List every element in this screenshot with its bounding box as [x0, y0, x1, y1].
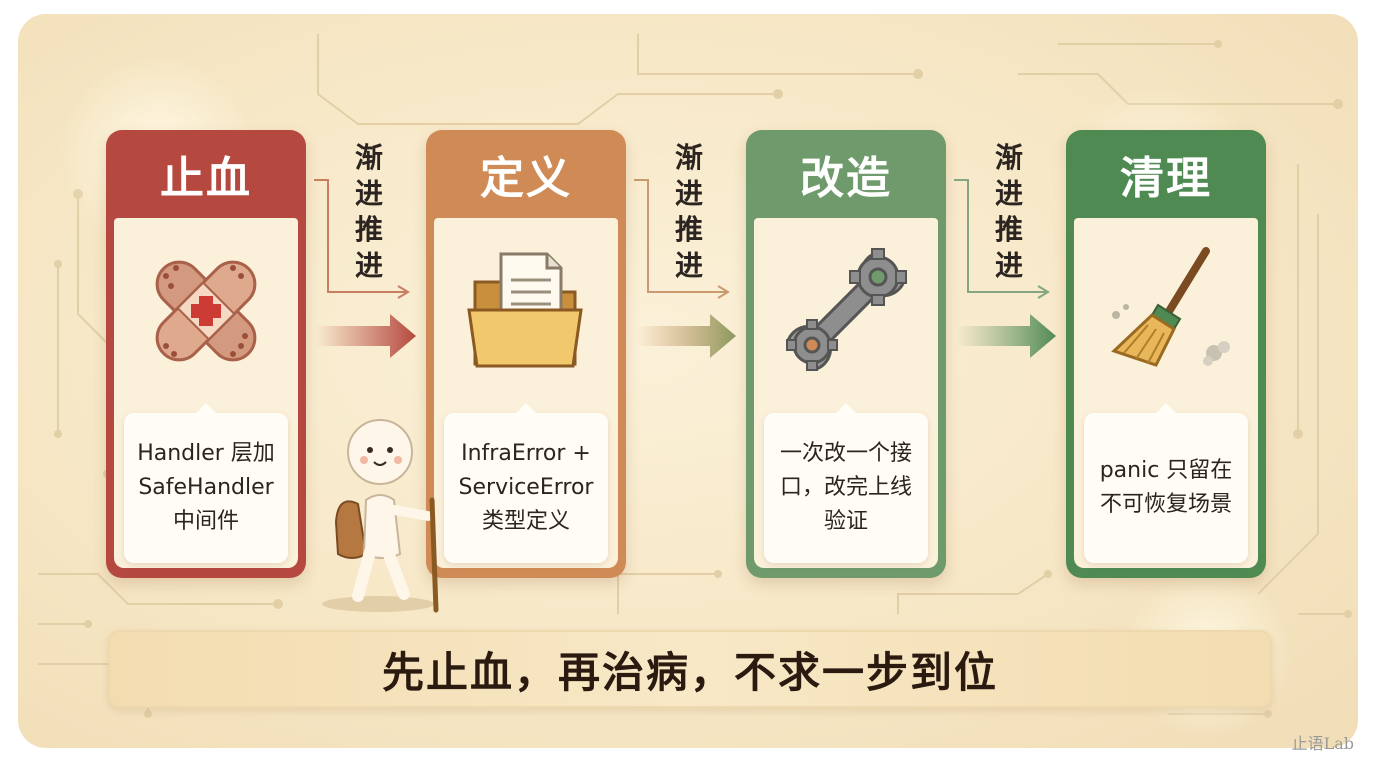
- desc-line: 不可恢复场景: [1099, 492, 1232, 517]
- desc-line: 一次改一个接: [779, 441, 912, 466]
- broom-icon: [1074, 236, 1258, 386]
- bandage-icon: [114, 236, 298, 386]
- desc-line: 验证: [823, 509, 868, 534]
- desc-line: InfraError +: [461, 441, 591, 466]
- hiker-figure: [322, 419, 439, 613]
- connector-label: 渐进 推进: [674, 141, 703, 282]
- background-panel: 止血: [18, 14, 1358, 748]
- connector-arrows: [314, 179, 1056, 613]
- desc-line: SafeHandler: [138, 475, 274, 500]
- step-description: panic 只留在 不可恢复场景: [1084, 403, 1248, 563]
- bold-arrow: [956, 314, 1056, 358]
- step-card-stop-bleeding: 止血: [106, 130, 306, 578]
- step-title: 定义: [480, 153, 572, 204]
- desc-line: ServiceError: [458, 475, 594, 500]
- step-card-cleanup: 清理 panic 只留在: [1066, 130, 1266, 578]
- desc-line: panic 只留在: [1099, 458, 1233, 483]
- step-card-refactor: 改造: [746, 130, 946, 578]
- step-title: 改造: [800, 153, 892, 204]
- folder-icon: [434, 236, 618, 386]
- connector-label: 渐进 推进: [354, 141, 383, 282]
- motto-banner: 先止血，再治病，不求一步到位: [108, 630, 1272, 708]
- step-card-define: 定义 InfraError + ServiceError: [426, 130, 626, 578]
- step-body: panic 只留在 不可恢复场景: [1074, 218, 1258, 568]
- watermark: 止语Lab: [1291, 734, 1354, 753]
- step-title: 止血: [160, 153, 252, 204]
- step-body: Handler 层加 SafeHandler 中间件: [114, 218, 298, 568]
- desc-line: 类型定义: [481, 509, 570, 534]
- thin-arrow: [314, 179, 410, 299]
- step-description: InfraError + ServiceError 类型定义: [444, 403, 608, 563]
- step-description: Handler 层加 SafeHandler 中间件: [124, 403, 288, 563]
- step-title: 清理: [1120, 153, 1212, 204]
- desc-line: 中间件: [172, 509, 239, 534]
- wrench-gears-icon: [754, 236, 938, 386]
- step-body: InfraError + ServiceError 类型定义: [434, 218, 618, 568]
- bold-arrow: [316, 314, 416, 358]
- desc-line: 口，改完上线: [779, 475, 912, 500]
- bold-arrow: [636, 314, 736, 358]
- connector-label: 渐进 推进: [994, 141, 1023, 282]
- step-description: 一次改一个接 口，改完上线 验证: [764, 403, 928, 563]
- step-body: 一次改一个接 口，改完上线 验证: [754, 218, 938, 568]
- desc-line: Handler 层加: [137, 441, 275, 466]
